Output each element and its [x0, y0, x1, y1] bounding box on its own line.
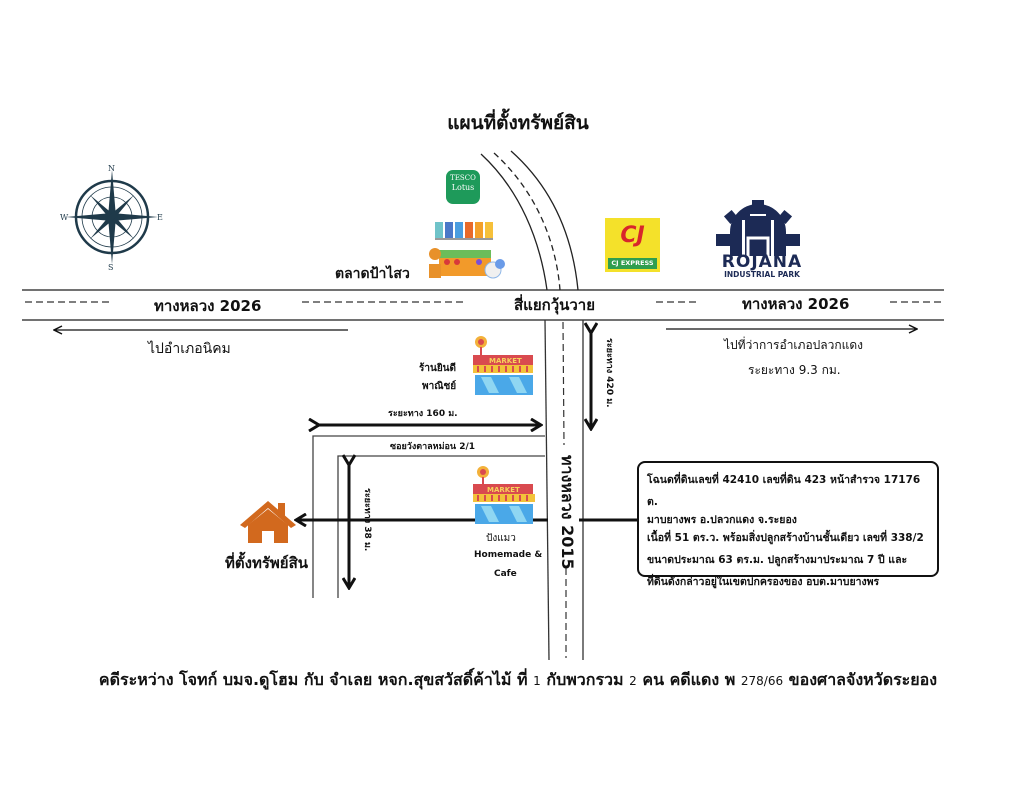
- lotus-text: Lotus: [451, 183, 475, 192]
- shop2-label-line1: ปังแมว: [486, 533, 516, 544]
- footer-num2: 2: [629, 674, 637, 688]
- info-line-4: ขนาดประมาณ 63 ตร.ม. ปลูกสร้างมาประมาณ 7 …: [647, 554, 908, 566]
- direction-distance-label: ระยะทาง 9.3 กม.: [748, 363, 841, 377]
- highway-2015-label: ทางหลวง 2015: [558, 455, 577, 570]
- svg-text:MARKET: MARKET: [487, 486, 520, 494]
- info-line-5: ที่ดินดังกล่าวอยู่ในเขตปกครองของ อบต.มาบ…: [647, 576, 880, 588]
- rojana-text: ROJANA INDUSTRIAL PARK: [712, 254, 812, 280]
- svg-text:S: S: [108, 263, 113, 272]
- cj-express-logo: CJ CJ EXPRESS: [605, 218, 660, 272]
- distance-38-label: ระยะทาง 38 ม.: [362, 488, 372, 552]
- rojana-name: ROJANA: [721, 252, 803, 272]
- highway-2015-edge-left: [544, 319, 550, 661]
- cj-logo-text: CJ: [620, 223, 645, 248]
- svg-text:N: N: [108, 164, 115, 173]
- highway-2026-label-right: ทางหลวง 2026: [742, 295, 850, 313]
- north-road-left: [480, 153, 548, 291]
- north-road-right: [510, 150, 579, 291]
- market-stall-label: ตลาดป้าไสว: [335, 266, 410, 282]
- distance-420-label: ระยะทาง 420 ม.: [604, 338, 614, 408]
- info-line-2: มาบยางพร อ.ปลวกแดง จ.ระยอง: [647, 514, 797, 526]
- footer-part1: คดีระหว่าง โจทก์ บมจ.ดูโฮม กับ จำเลย หจก…: [98, 670, 528, 689]
- footer-num3: 278/66: [740, 674, 784, 688]
- property-label: ที่ตั้งทรัพย์สิน: [225, 554, 308, 572]
- distance-160-label: ระยะทาง 160 ม.: [388, 409, 458, 419]
- compass-rose: N S W E: [60, 162, 165, 272]
- rojana-gear-logo: [712, 200, 804, 256]
- market-shop-icon-1: MARKET: [471, 335, 535, 397]
- market-stall-icon: [427, 220, 507, 285]
- case-footer: คดีระหว่าง โจทก์ บมจ.ดูโฮม กับ จำเลย หจก…: [0, 668, 1036, 693]
- compass-rose-icon: N S W E: [60, 164, 163, 272]
- house-icon: [238, 497, 298, 543]
- footer-num1: 1: [533, 674, 541, 688]
- shop2-label-line2: Homemade &: [474, 550, 543, 560]
- highway-2015-centerline: [562, 321, 565, 446]
- info-line-1: โฉนดที่ดินเลขที่ 42410 เลขที่ดิน 423 หน้…: [647, 474, 921, 508]
- property-info-box: โฉนดที่ดินเลขที่ 42410 เลขที่ดิน 423 หน้…: [637, 461, 939, 588]
- soi-label: ซอยวังตาลหม่อน 2/1: [390, 442, 476, 452]
- shop1-label-line2: พาณิชย์: [422, 381, 457, 392]
- highway-2026-label-left: ทางหลวง 2026: [154, 297, 262, 315]
- direction-pluak-daeng-label: ไปที่ว่าการอำเภอปลวกแดง: [724, 338, 864, 352]
- tesco-lotus-logo: TESCO Lotus: [446, 170, 480, 204]
- shop2-label-line3: Cafe: [494, 569, 517, 579]
- footer-part2: กับพวกรวม: [546, 670, 624, 689]
- svg-text:W: W: [60, 213, 69, 222]
- direction-nikhom-label: ไปอำเภอนิคม: [148, 341, 231, 357]
- soi-outer-boundary: [312, 435, 545, 598]
- info-line-3: เนื้อที่ 51 ตร.ว. พร้อมสิ่งปลูกสร้างบ้าน…: [647, 532, 924, 544]
- intersection-label: สี่แยกวุ้นวาย: [514, 296, 596, 314]
- rojana-subtitle: INDUSTRIAL PARK: [724, 270, 800, 279]
- soi-inner-boundary: [337, 455, 545, 598]
- footer-part4: ของศาลจังหวัดระยอง: [788, 670, 938, 689]
- footer-part3: คน คดีแดง พ: [642, 670, 736, 689]
- svg-text:MARKET: MARKET: [489, 357, 522, 365]
- svg-text:E: E: [157, 213, 163, 222]
- shop1-label-line1: ร้านยินดี: [419, 363, 457, 374]
- map-title: แผนที่ตั้งทรัพย์สิน: [447, 112, 589, 134]
- cj-express-label: CJ EXPRESS: [608, 258, 657, 269]
- tesco-text: TESCO: [450, 174, 476, 182]
- market-shop-icon-2: MARKET: [473, 465, 537, 525]
